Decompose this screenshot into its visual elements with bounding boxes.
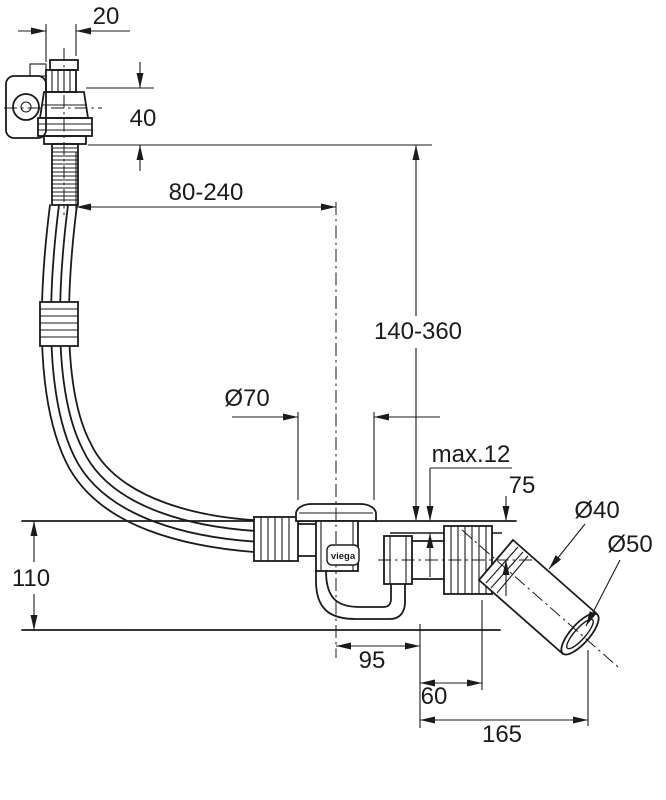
dimension-60-label: 60 — [421, 683, 448, 710]
dimension-max-12-label: max.12 — [432, 441, 511, 468]
dimension-110: 110 — [12, 521, 50, 630]
dimension-165-label: 165 — [482, 721, 522, 748]
dimension-dia-50: Ø50 — [585, 531, 653, 627]
dimension-75-label: 75 — [509, 472, 536, 499]
dimension-95-label: 95 — [359, 647, 386, 674]
threaded-neck — [52, 147, 78, 201]
dimension-20-label: 20 — [93, 3, 120, 30]
dimension-dia-70: Ø70 — [224, 385, 440, 500]
dimension-40-label: 40 — [130, 105, 157, 132]
dimension-60: 60 — [420, 600, 483, 710]
flexible-hoses — [40, 204, 317, 557]
dimension-110-label: 110 — [12, 565, 50, 592]
dimension-20: 20 — [18, 3, 130, 62]
brand-badge: viega — [326, 544, 360, 566]
dimension-75: 75 — [502, 472, 536, 596]
dimension-80-240: 80-240 — [75, 152, 336, 214]
dimension-dia-40-label: Ø40 — [574, 497, 619, 524]
dimension-140-360-label: 140-360 — [374, 318, 462, 345]
trap-bowl — [315, 557, 406, 620]
overflow-filler-unit — [5, 59, 93, 206]
dimension-80-240-label: 80-240 — [169, 179, 244, 206]
dimension-140-360: 140-360 — [374, 145, 462, 521]
dimension-dia-40: Ø40 — [548, 497, 620, 570]
dimension-dia-70-label: Ø70 — [224, 385, 269, 412]
dimension-dia-50-label: Ø50 — [607, 531, 652, 558]
centerlines — [4, 48, 619, 668]
dimension-40: 40 — [86, 62, 156, 171]
ribbed-connector-waste — [253, 516, 299, 562]
brand-badge-label: viega — [331, 551, 356, 562]
dimension-165: 165 — [420, 650, 589, 748]
dimension-max-12: max.12 — [426, 441, 512, 577]
dimension-95: 95 — [336, 624, 421, 728]
hose-coupling-upper — [39, 301, 79, 347]
